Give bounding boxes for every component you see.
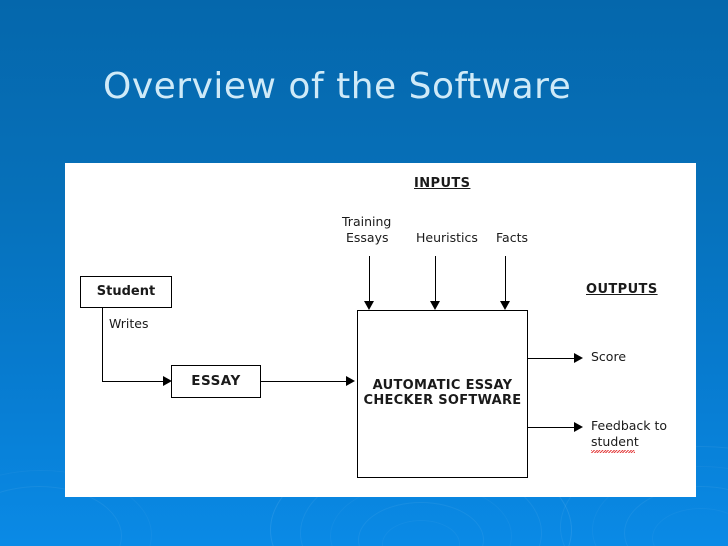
input-arrow-line-heuristics (435, 256, 436, 302)
input-arrowhead-heuristics (430, 301, 440, 310)
writes-edge-arrowhead (163, 376, 172, 386)
input-arrowhead-facts (500, 301, 510, 310)
writes-edge-horizontal (102, 381, 165, 382)
spellcheck-underline (591, 450, 635, 453)
page-title: Overview of the Software (103, 66, 572, 107)
essay-box-label: ESSAY (191, 372, 241, 389)
input-label-training-essays-line2: Essays (346, 230, 389, 245)
student-box-label: Student (96, 283, 156, 299)
output-label-feedback-line1: Feedback to (591, 418, 668, 433)
processor-box: AUTOMATIC ESSAY CHECKER SOFTWARE (357, 310, 528, 478)
processor-box-label-line2: CHECKER SOFTWARE (363, 393, 522, 408)
output-feedback-arrowhead (574, 422, 583, 432)
outputs-heading: OUTPUTS (586, 282, 658, 297)
input-label-heuristics: Heuristics (416, 230, 478, 245)
input-label-training-essays-line1: Training (342, 214, 392, 229)
output-label-score: Score (591, 349, 627, 364)
input-arrowhead-training-essays (364, 301, 374, 310)
output-score-line (528, 358, 576, 359)
output-label-feedback-line2: student (591, 434, 639, 449)
student-box: Student (80, 276, 172, 308)
input-arrow-line-facts (505, 256, 506, 302)
inputs-heading: INPUTS (414, 176, 471, 191)
essay-to-processor-arrowhead (346, 376, 355, 386)
writes-edge-vertical (102, 308, 103, 381)
diagram-panel: INPUTS Training Essays Heuristics Facts … (65, 163, 696, 497)
output-score-arrowhead (574, 353, 583, 363)
edge-label-writes: Writes (109, 316, 149, 331)
output-feedback-line (528, 427, 576, 428)
input-label-facts: Facts (496, 230, 528, 245)
input-arrow-line-training-essays (369, 256, 370, 302)
essay-to-processor-line (261, 381, 348, 382)
processor-box-label-line1: AUTOMATIC ESSAY (372, 378, 513, 394)
essay-box: ESSAY (171, 365, 261, 398)
